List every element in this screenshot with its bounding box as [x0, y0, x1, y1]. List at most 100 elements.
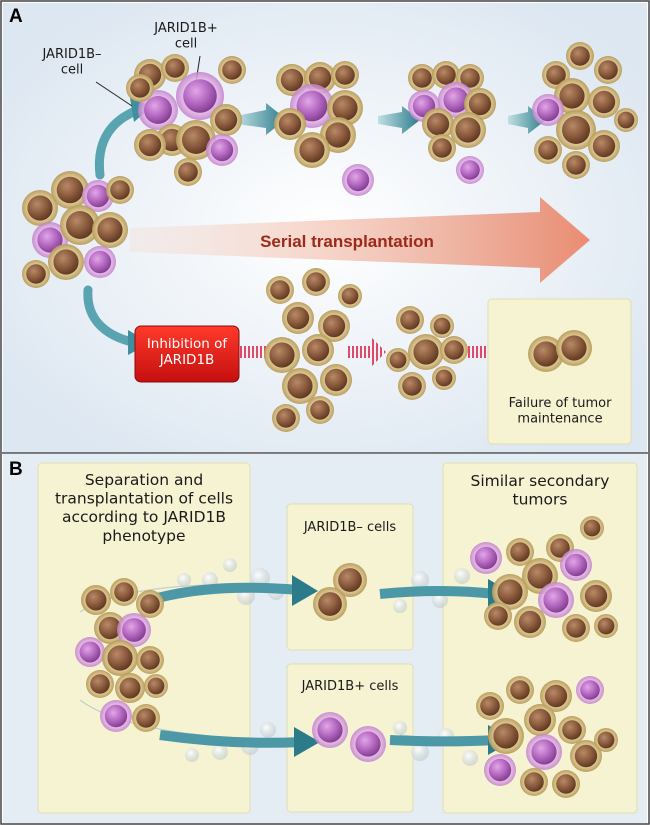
jarid1b-positive-cell [484, 754, 516, 786]
jarid1b-negative-cell [338, 284, 362, 308]
jarid1b-negative-cell [110, 578, 138, 606]
jarid1b-negative-cell [274, 108, 306, 140]
jarid1b-negative-cell [302, 268, 330, 296]
jarid1b-negative-cell [408, 334, 444, 370]
serial-transplantation-arrow [130, 197, 590, 283]
jarid1b-negative-cell [588, 130, 620, 162]
jarid1b-negative-cell [546, 534, 574, 562]
jarid1b-negative-cell [492, 574, 528, 610]
jarid1b-positive-cell [138, 90, 178, 130]
jarid1b-negative-cell [520, 768, 548, 796]
jarid1b-negative-cell [422, 108, 454, 140]
jarid1b-positive-cell [176, 72, 224, 120]
jarid1b-negative-cell [266, 276, 294, 304]
arrow-down-to-inhibition [83, 285, 137, 347]
jarid1b-negative-cell [282, 302, 314, 334]
plus-cells-label: JARID1B+ cells [301, 679, 399, 694]
jarid1b-negative-cell [136, 646, 164, 674]
jarid1b-negative-cell [333, 563, 367, 597]
jarid1b-positive-cell [350, 726, 386, 762]
jarid1b-positive-cell [526, 734, 562, 770]
jarid1b-negative-cell [302, 334, 334, 366]
jarid-plus-cell-label: JARID1B+cell [153, 21, 217, 52]
jarid1b-positive-cell [560, 549, 592, 581]
jarid1b-negative-cell [92, 212, 128, 248]
jarid1b-negative-cell [144, 674, 168, 698]
jarid1b-negative-cell [115, 673, 145, 703]
jarid1b-negative-cell [106, 176, 134, 204]
ghost-cell [454, 568, 470, 584]
jarid1b-negative-cell [514, 606, 546, 638]
jarid1b-positive-cell [75, 637, 105, 667]
jarid1b-negative-cell [506, 676, 534, 704]
jarid1b-positive-cell [456, 156, 484, 184]
jarid1b-negative-cell [556, 330, 592, 366]
jarid1b-negative-cell [506, 538, 534, 566]
jarid1b-negative-cell [398, 372, 426, 400]
jarid1b-negative-cell [558, 716, 586, 744]
inhibition-box [134, 325, 240, 383]
ghost-cell [177, 573, 191, 587]
jarid1b-negative-cell [450, 112, 486, 148]
jarid1b-positive-cell [206, 134, 238, 166]
jarid1b-negative-cell [331, 61, 359, 89]
jarid1b-negative-cell [318, 310, 350, 342]
jarid1b-negative-cell [432, 61, 460, 89]
jarid1b-positive-cell [312, 712, 348, 748]
jarid1b-negative-cell [272, 404, 300, 432]
ghost-cell [411, 743, 429, 761]
jarid1b-positive-cell [117, 613, 151, 647]
jarid1b-negative-cell [524, 704, 556, 736]
jarid1b-negative-cell [562, 151, 590, 179]
jarid1b-positive-cell [100, 700, 132, 732]
jarid-minus-cell-label: JARID1B–cell [41, 47, 101, 78]
jarid1b-positive-cell [290, 84, 334, 128]
jarid1b-positive-cell [538, 582, 574, 618]
jarid1b-negative-cell [320, 117, 356, 153]
jarid1b-negative-cell [320, 364, 352, 396]
ghost-cell [393, 599, 407, 613]
panel-a-cells [22, 42, 638, 432]
jarid1b-negative-cell [528, 336, 564, 372]
jarid1b-positive-cell [82, 180, 114, 212]
jarid1b-negative-cell [136, 590, 164, 618]
jarid1b-negative-cell [580, 516, 604, 540]
jarid1b-negative-cell [48, 244, 84, 280]
jarid1b-negative-cell [614, 108, 638, 132]
serial-transplantation-label: Serial transplantation [260, 232, 434, 251]
jarid1b-negative-cell [218, 56, 246, 84]
jarid1b-negative-cell [408, 64, 436, 92]
jarid-minus-pointer [95, 81, 133, 107]
jarid1b-negative-cell [562, 614, 590, 642]
jarid1b-negative-cell [588, 86, 620, 118]
jarid1b-negative-cell [94, 612, 126, 644]
jarid1b-negative-cell [428, 134, 456, 162]
jarid1b-negative-cell [282, 368, 318, 404]
jarid1b-negative-cell [594, 614, 618, 638]
ghost-cell [185, 748, 199, 762]
jarid1b-negative-cell [22, 190, 58, 226]
jarid1b-negative-cell [294, 132, 330, 168]
jarid1b-negative-cell [488, 718, 524, 754]
jarid1b-negative-cell [174, 158, 202, 186]
jarid1b-negative-cell [51, 171, 89, 209]
ghost-cell [260, 722, 276, 738]
jarid1b-negative-cell [476, 692, 504, 720]
panel-b-cells [75, 516, 618, 798]
jarid1b-positive-cell [342, 164, 374, 196]
jarid1b-negative-cell [306, 396, 334, 424]
jarid1b-negative-cell [556, 110, 596, 150]
jarid1b-positive-cell [84, 246, 116, 278]
jarid1b-negative-cell [566, 42, 594, 70]
jarid1b-negative-cell [580, 580, 612, 612]
jarid1b-positive-cell [532, 94, 564, 126]
jarid1b-positive-cell [470, 542, 502, 574]
jarid1b-negative-cell [570, 740, 602, 772]
jarid1b-negative-cell [430, 314, 454, 338]
jarid1b-negative-cell [134, 129, 166, 161]
